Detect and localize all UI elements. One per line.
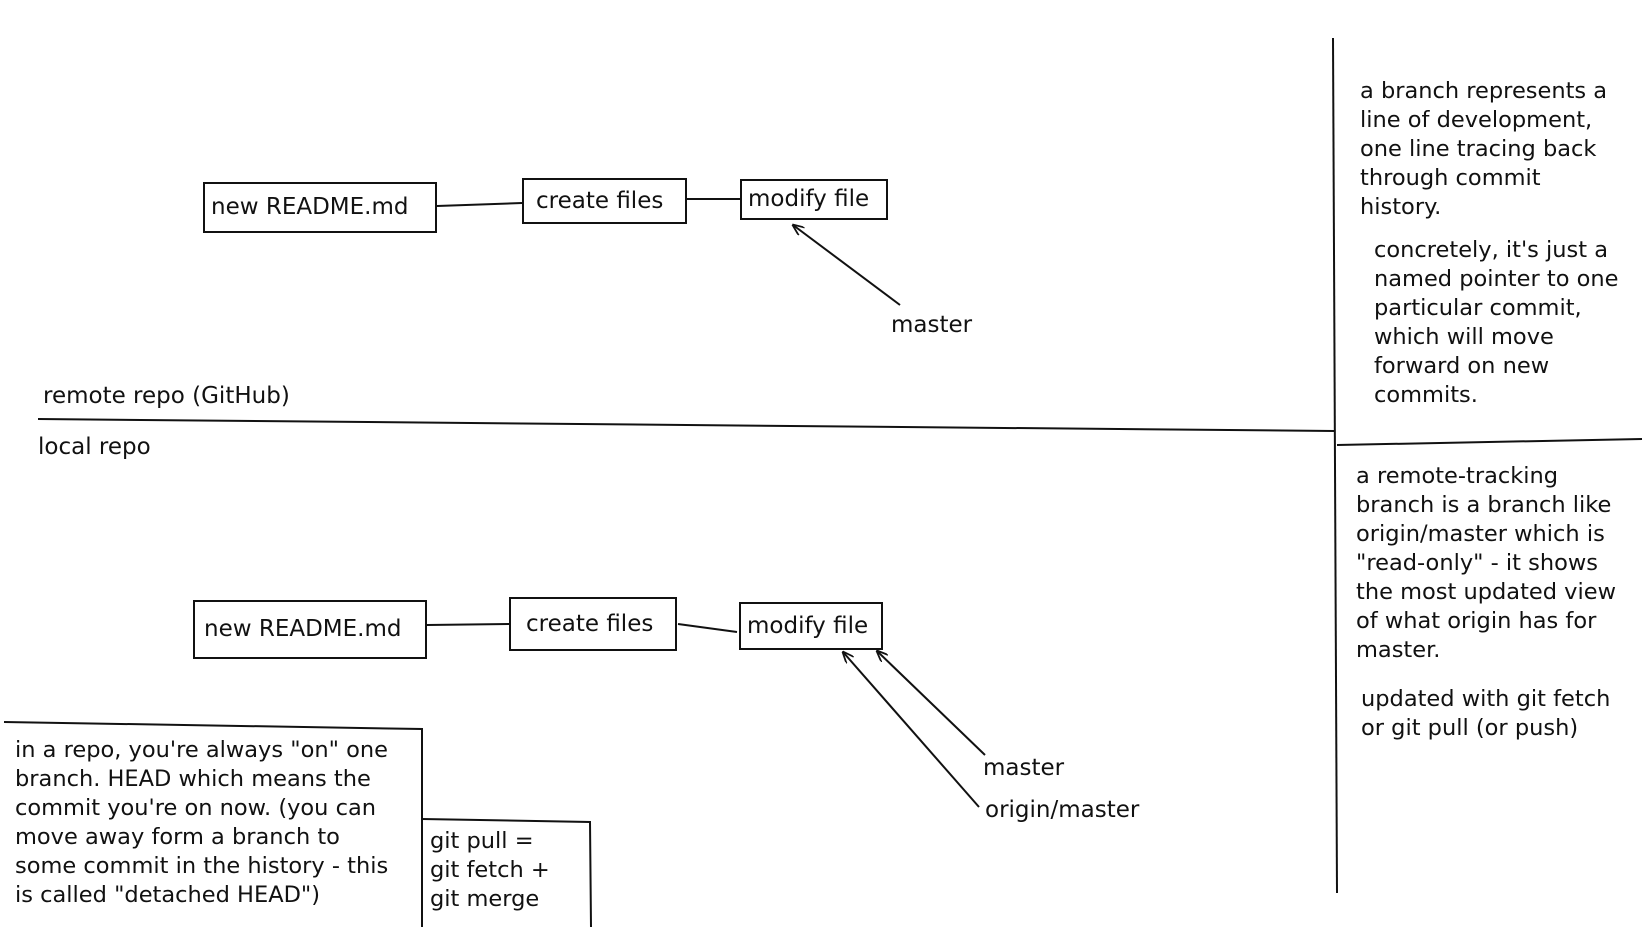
remote-link-1 — [436, 202, 523, 207]
local-master-arrow — [877, 651, 986, 756]
local-origin-master-arrow — [843, 652, 980, 808]
local-repo-label: local repo — [38, 434, 151, 460]
local-origin-master-label: origin/master — [985, 797, 1140, 823]
remote-master-arrow — [793, 225, 901, 306]
local-commit-create-files: create files — [509, 597, 677, 651]
local-link-1 — [426, 623, 511, 626]
remote-tracking-note: a remote-tracking branch is a branch lik… — [1356, 463, 1616, 663]
git-pull-note: git pull = git fetch + git merge — [430, 828, 550, 912]
notes-horizontal-divider — [1336, 438, 1643, 446]
remote-master-label: master — [891, 312, 973, 338]
remote-repo-label: remote repo (GitHub) — [43, 383, 290, 409]
remote-local-divider — [37, 418, 1335, 432]
remote-commit-readme: new README.md — [203, 182, 437, 233]
remote-commit-create-files: create files — [522, 178, 687, 224]
local-commit-readme: new README.md — [193, 600, 427, 659]
head-note-outline — [3, 721, 423, 927]
remote-update-note: updated with git fetch or git pull (or p… — [1361, 686, 1611, 741]
head-note: in a repo, you're always "on" one branch… — [15, 737, 389, 908]
local-link-2 — [677, 623, 738, 633]
git-pull-note-outline — [421, 818, 592, 927]
branch-pointer-note: concretely, it's just a named pointer to… — [1374, 237, 1619, 408]
remote-commit-modify-file: modify file — [740, 179, 888, 220]
notes-vertical-divider — [1332, 37, 1338, 894]
local-master-label: master — [983, 755, 1065, 781]
branch-definition-note: a branch represents a line of developmen… — [1360, 78, 1608, 220]
local-commit-modify-file: modify file — [739, 602, 883, 650]
